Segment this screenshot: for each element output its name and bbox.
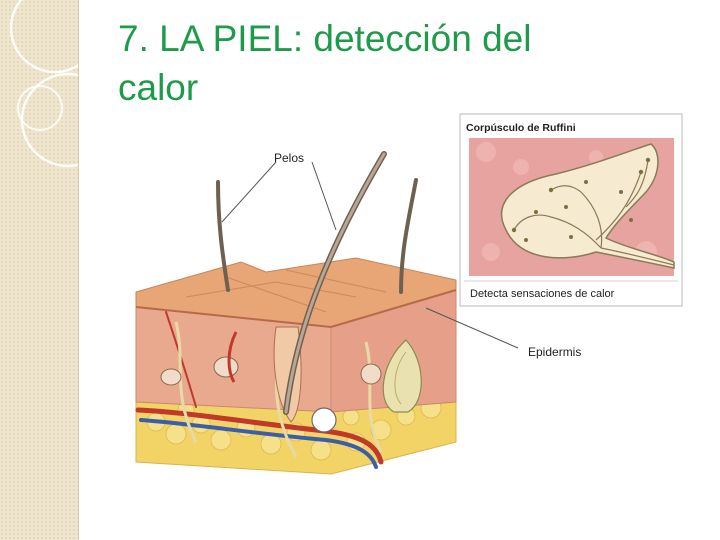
leader-lines <box>221 161 519 349</box>
skin-diagram: Pelos Epidermis Corpúsculo de Ruffini <box>126 112 686 482</box>
decorative-sidebar <box>0 0 79 540</box>
ruffini-inset: Corpúsculo de Ruffini <box>459 113 683 307</box>
skin-illustration: Pelos Epidermis Corpúsculo de Ruffini <box>135 113 683 475</box>
skin-block <box>135 151 457 475</box>
inset-title: Corpúsculo de Ruffini <box>466 122 576 134</box>
sidebar-ornament-icon <box>9 0 78 168</box>
label-hair: Pelos <box>274 151 304 165</box>
inset-caption: Detecta sensaciones de calor <box>470 288 615 300</box>
slide-title-line-2: calor <box>118 67 199 108</box>
label-epidermis: Epidermis <box>528 345 581 359</box>
slide-title: 7. LA PIEL: detección del calor <box>118 14 678 112</box>
slide-title-line-1: 7. LA PIEL: detección del <box>118 18 532 59</box>
